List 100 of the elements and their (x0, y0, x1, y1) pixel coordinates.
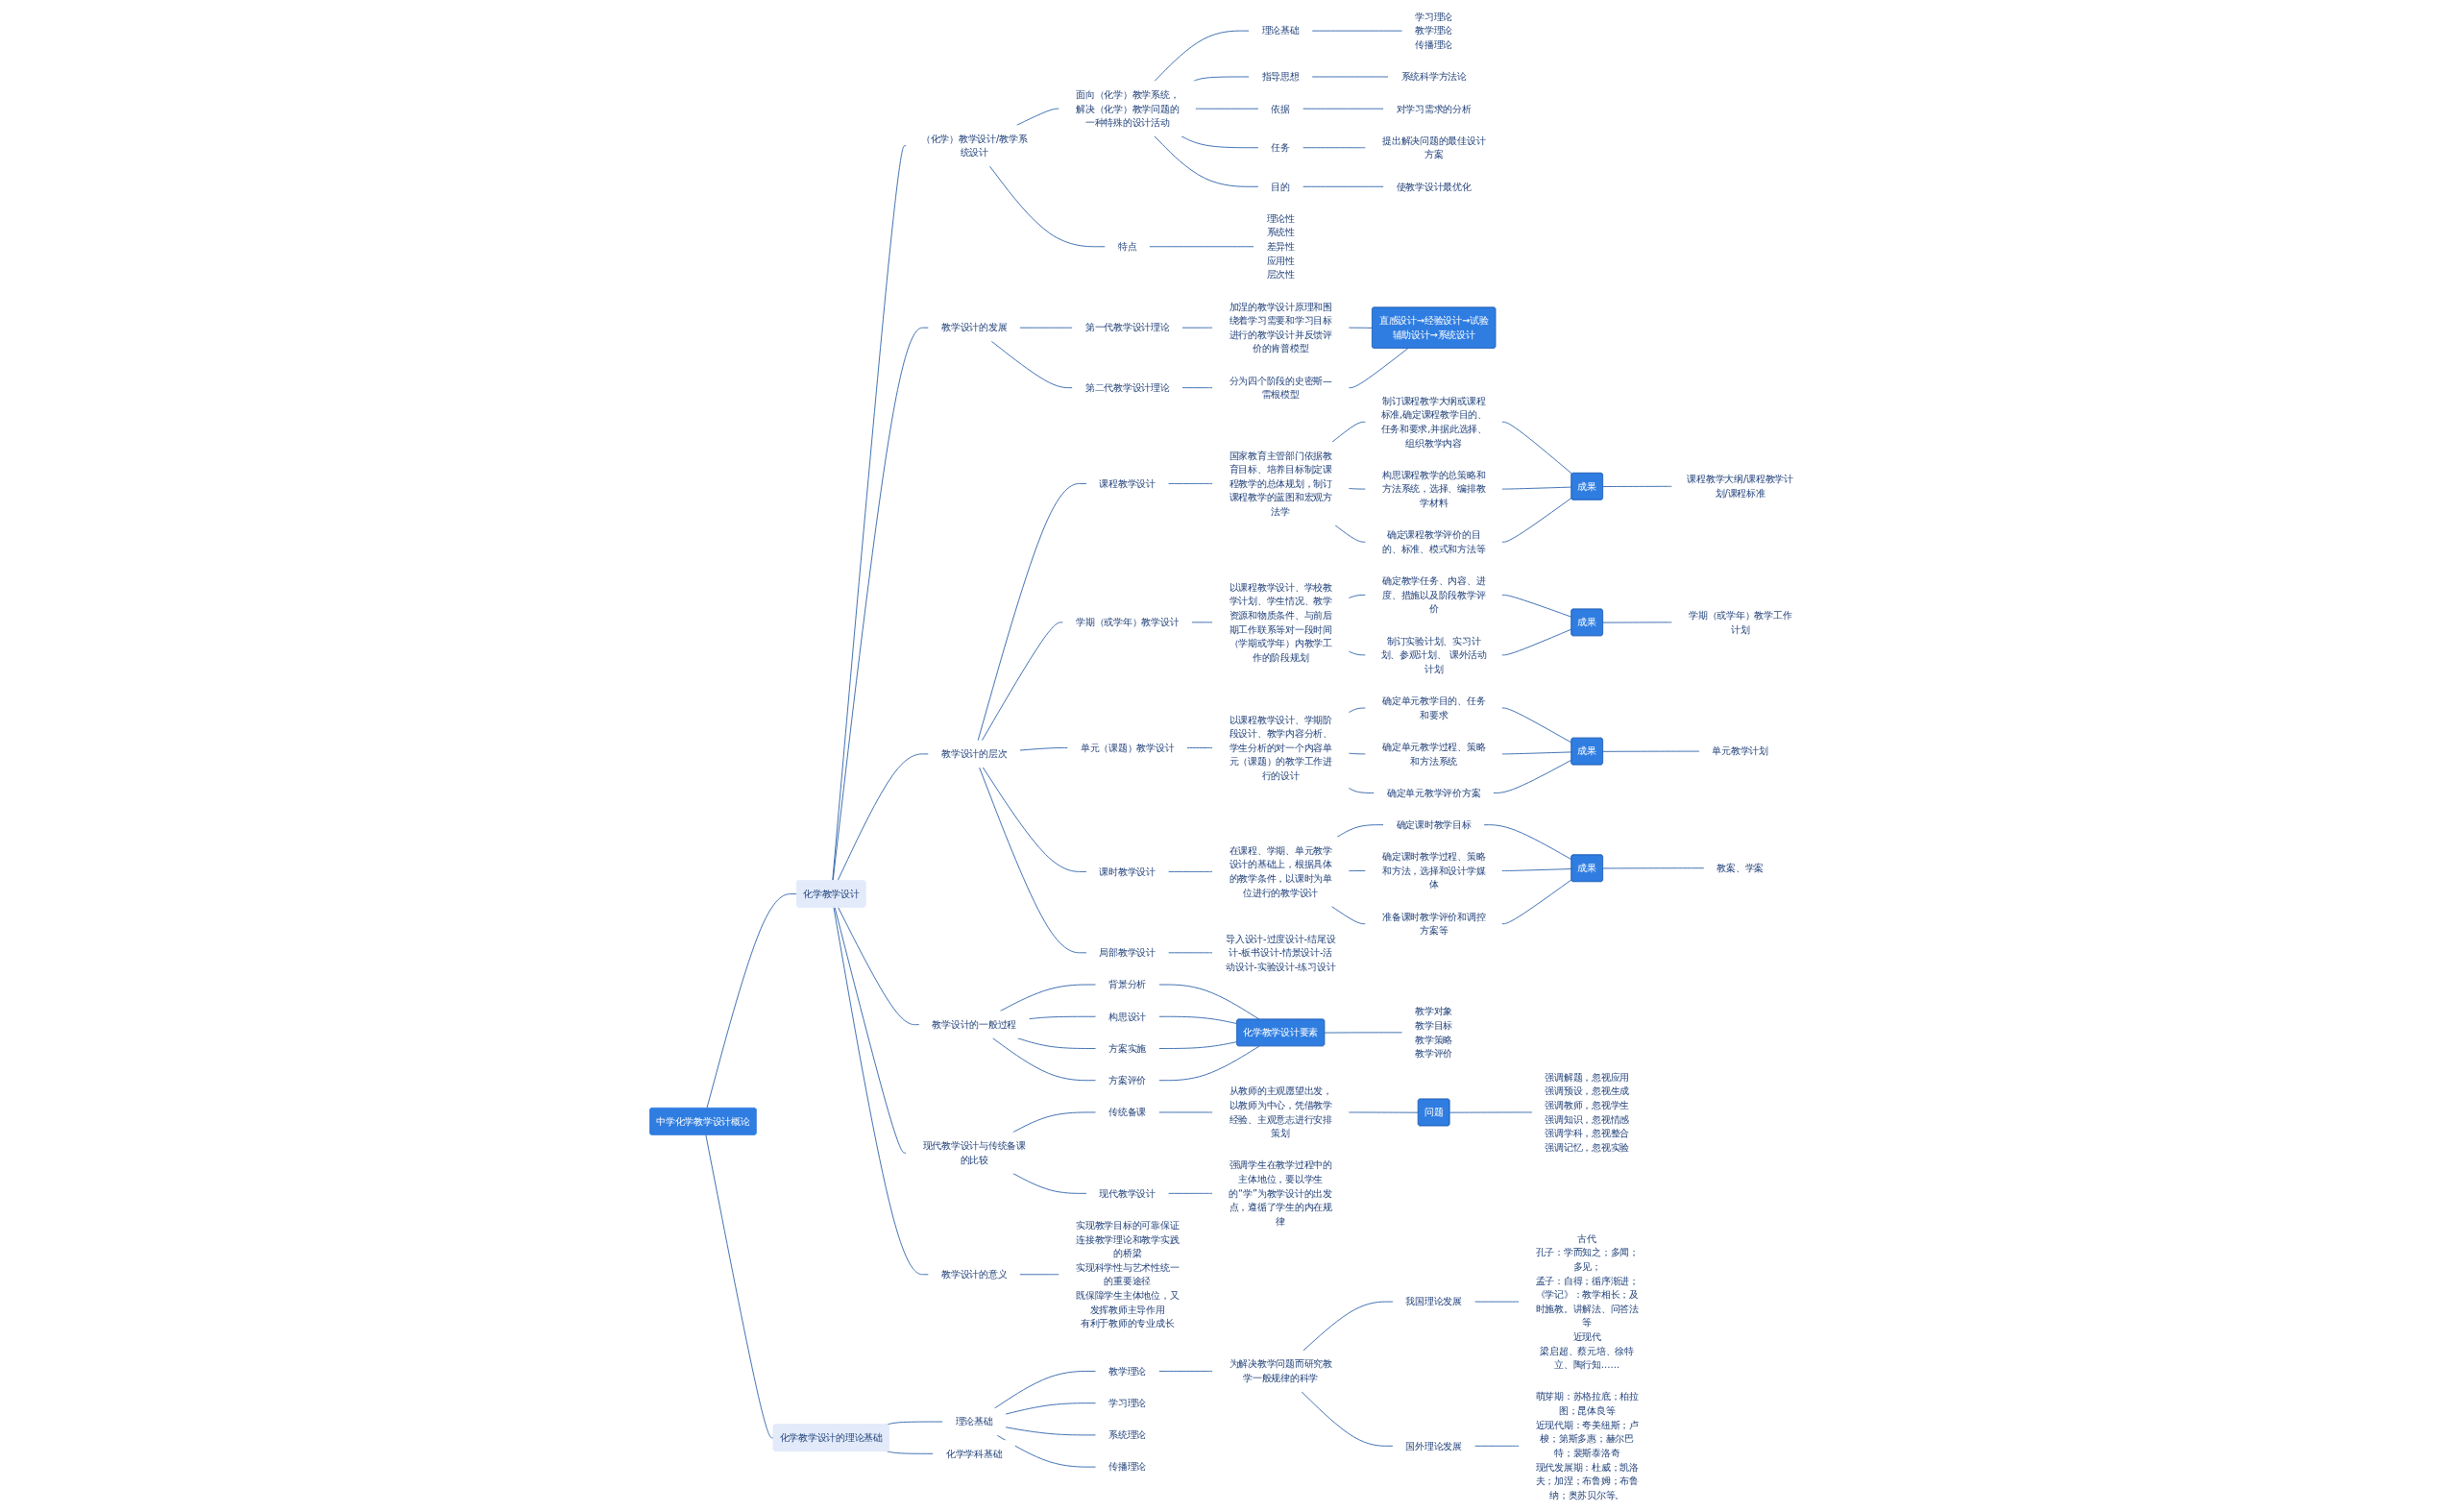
connector (1602, 485, 1673, 487)
connector (1019, 747, 1069, 751)
connector (1325, 1032, 1403, 1034)
connector (833, 907, 930, 1276)
connector (1501, 594, 1572, 618)
node-text: 确定单元教学过程、策略和方法系统 (1382, 742, 1486, 767)
node-text: 系统理论 (1108, 1429, 1147, 1441)
connector (706, 893, 798, 1110)
node-text: 第一代教学设计理论 (1085, 322, 1170, 333)
connector (1501, 751, 1572, 755)
node-text: 教学对象 教学目标 教学策略 教学评价 (1415, 1006, 1453, 1060)
node-text: 我国理论发展 (1405, 1296, 1463, 1307)
connector (1349, 594, 1367, 598)
node-text: 现代教学设计 (1099, 1187, 1156, 1199)
connector (1336, 824, 1385, 838)
connector (1501, 486, 1572, 490)
node-text: 学期（或学年）教学工作计划 (1689, 610, 1792, 635)
connector (1181, 135, 1259, 149)
connector (1483, 824, 1572, 861)
node-text: 国家教育主管部门依据教育目标、培养目标制定课程教学的总体规划，制订课程教学的蓝图和宏观方法学 (1229, 450, 1333, 518)
node-text: 课时教学设计 (1099, 866, 1156, 877)
connector (1493, 759, 1572, 793)
node-text: 分为四个阶段的史密斯—雷根模型 (1229, 375, 1333, 401)
node-text: 从教师的主观愿望出发，以教师为中心，凭借教学经验、主观意志进行安排策划 (1229, 1085, 1333, 1139)
node-text: 第二代教学设计理论 (1085, 382, 1170, 394)
node-text: 确定课程教学评价的目的、标准、模式和方法等 (1382, 529, 1486, 555)
node-text: 方案评价 (1108, 1075, 1147, 1086)
node-text: 古代 孔子：学而知之；多闻；多见； 孟子：自得；循序渐进； 《学记》：教学相长；及时施教。讲解法、问答法等 近现代 梁启超、蔡元培、徐特立、陶行知…… (1536, 1232, 1640, 1371)
connector (979, 767, 1087, 954)
connector (999, 984, 1097, 1012)
connector (1349, 327, 1374, 329)
connector (994, 1371, 1097, 1409)
node-text: 局部教学设计 (1099, 947, 1156, 959)
connector (1193, 76, 1251, 83)
connector (1602, 622, 1673, 623)
node-text: 制订实验计划、实习计划、参观计划、 课外活动计划 (1380, 635, 1488, 675)
connector (1349, 1111, 1420, 1113)
node-text: 萌芽期：苏格拉底；柏拉图；昆体良等 近现代期：夸美纽斯；卢梭；第斯多惠；赫尔巴特；裴斯泰洛奇 现代发展期：杜威；凯洛夫；加涅；布鲁姆；布鲁纳；奥苏贝尔等。 (1536, 1391, 1640, 1501)
connector (838, 907, 920, 1026)
connector (1154, 135, 1259, 187)
connector (1349, 870, 1367, 872)
node-text: 以课程教学设计、学校教学计划、学生情况、教学资源和物质条件、与前后期工作联系等对一段时间（学期或学年）内教学工作的阶段规划 (1229, 581, 1333, 663)
connector (705, 1134, 775, 1439)
node-text: 化学学科基础 (946, 1448, 1003, 1459)
node-text: 教学设计的一般过程 (932, 1019, 1017, 1031)
connector (887, 1451, 935, 1454)
node-text: 单元教学计划 (1712, 745, 1769, 757)
node-text: 构思课程教学的总策略和方法系统，选择、编排教学材料 (1382, 469, 1486, 509)
node-text: 现代教学设计与传统备课的比较 (922, 1140, 1027, 1165)
connector (1005, 1402, 1097, 1415)
connector (983, 767, 1087, 872)
connector (1303, 1301, 1394, 1352)
connector (1158, 1015, 1238, 1025)
node-text: 实现教学目标的可靠保证 连接教学理论和教学实践的桥梁 实现科学性与艺术性统一的重要途径 既保障学生主体地位，又发挥教师主导作用 有利于教师的专业成长 (1076, 1220, 1180, 1329)
connector (1012, 1172, 1087, 1194)
node-text: 确定课时教学过程、策略和方法，选择和设计学媒体 (1382, 851, 1486, 890)
connector (1334, 524, 1367, 543)
node-text: 传播理论 (1108, 1461, 1147, 1473)
node-text: 学习理论 (1108, 1398, 1147, 1409)
connector (1017, 1037, 1097, 1049)
node-text: 加涅的教学设计原理和围绕着学习需要和学习目标进行的教学设计并反馈评价的肯普模型 (1229, 301, 1333, 354)
node-text: 特点 (1118, 241, 1137, 253)
connector (982, 622, 1064, 742)
node-text: 在课程、学期、单元教学设计的基础上，根据具体的教学条件，以课时为单位进行的教学设计 (1229, 844, 1333, 898)
connector (1301, 1391, 1394, 1447)
node-text: 理论基础 (956, 1416, 994, 1427)
connector (1349, 488, 1367, 490)
node-text: 提出解决问题的最佳设计方案 (1382, 134, 1486, 160)
connector (1330, 905, 1367, 925)
connector (1149, 246, 1255, 248)
node-text: 教学理论 (1108, 1365, 1147, 1377)
connector (1602, 750, 1701, 752)
connector (1195, 108, 1259, 110)
connector (1186, 747, 1214, 748)
connector (1181, 327, 1214, 329)
connector (1501, 421, 1573, 475)
node-text: 依据 (1271, 103, 1291, 114)
node-text: 指导思想 (1262, 71, 1301, 83)
connector (1331, 421, 1367, 443)
node-text: 系统科学方法论 (1400, 71, 1468, 83)
connector (1303, 108, 1385, 110)
connector (1602, 867, 1705, 869)
node-text: 确定课时教学目标 (1397, 819, 1473, 831)
connector (838, 753, 930, 882)
connector (1303, 185, 1385, 187)
node-text: 传统备课 (1108, 1107, 1147, 1118)
node-text: 强调学生在教学过程中的主体地位，要以学生的“学”为教学设计的出发点，遵循了学生的内在规律 (1229, 1159, 1333, 1228)
connector (1349, 787, 1376, 793)
connector (1158, 1045, 1260, 1082)
node-text: 强调解题，忽视应用 强调预设，忽视生成 强调教师，忽视学生 强调知识，忽视情感 强调学科，忽视整合 强调记忆，忽视实验 (1545, 1071, 1630, 1154)
connector (1501, 879, 1572, 925)
node-text: 导入设计-过度设计-结尾设计-板书设计-情景设计-活动设计-实验设计-练习设计 (1226, 933, 1336, 972)
connector (1154, 30, 1251, 83)
connector (978, 483, 1087, 742)
node-text: 学期（或学年）教学设计 (1076, 617, 1180, 628)
connector (1029, 1015, 1097, 1020)
node-text: 课程教学大纲/课程教学计划/课程标准 (1687, 474, 1794, 500)
connector (1168, 1192, 1214, 1194)
node-text: 课程教学设计 (1099, 477, 1156, 489)
node-text: （化学）教学设计/教学系统设计 (921, 133, 1028, 159)
